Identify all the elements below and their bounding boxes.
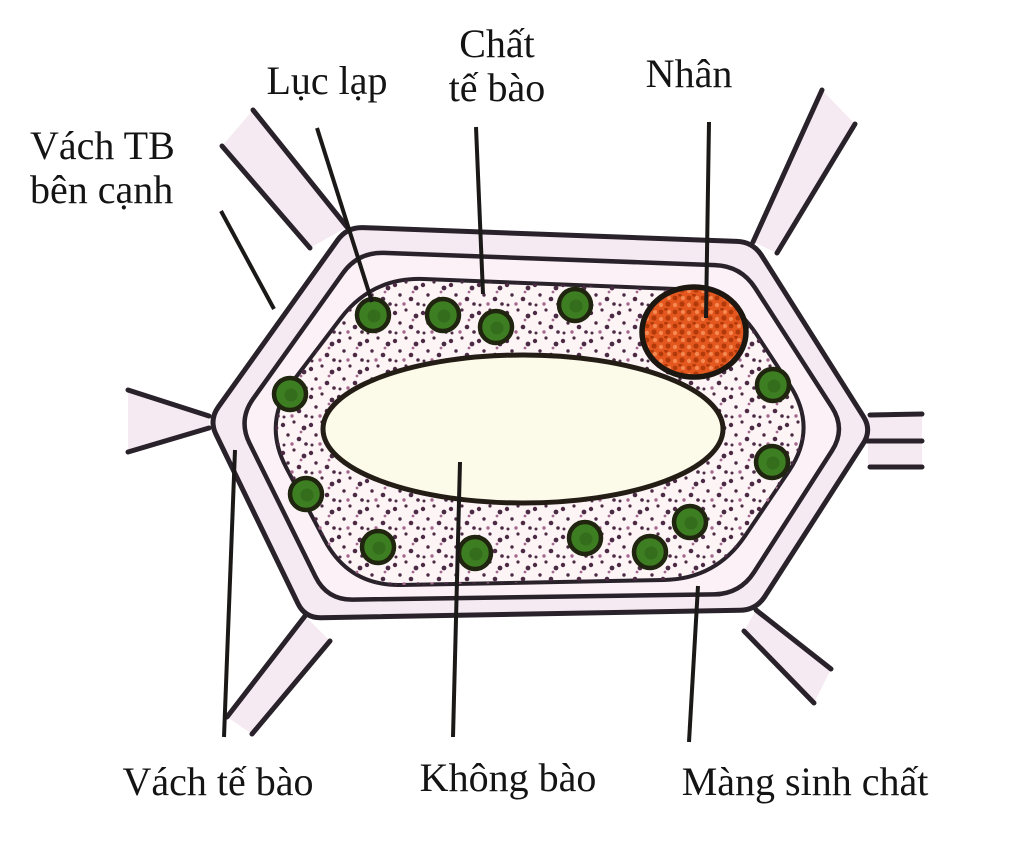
label-chloroplast: Lục lạp <box>266 59 387 103</box>
label-plasma-membrane: Màng sinh chất <box>682 760 929 804</box>
label-nucleus-line: Nhân <box>645 51 733 96</box>
label-adjacent-cell-wall-line: bên cạnh <box>30 167 174 212</box>
pointer-lines <box>219 121 711 743</box>
label-cell-wall: Vách tế bào <box>122 760 313 804</box>
label-nucleus: Nhân <box>646 52 733 96</box>
label-adjacent-cell-wall-line: Vách TB <box>30 123 175 168</box>
label-plasma-membrane-line: Màng sinh chất <box>681 759 929 804</box>
label-vacuole-line: Không bào <box>419 755 597 800</box>
label-cell-wall-line: Vách tế bào <box>122 759 314 804</box>
label-cytoplasm-line: Chất <box>459 21 535 66</box>
neighbor-cell-junctions <box>125 87 925 737</box>
label-cytoplasm-line: tế bào <box>448 65 546 110</box>
label-chloroplast-line: Lục lạp <box>266 58 388 103</box>
vacuole-shape <box>320 352 726 506</box>
label-vacuole: Không bào <box>420 756 597 800</box>
nucleus-shape <box>639 284 749 380</box>
chloroplast-shapes <box>271 286 792 572</box>
